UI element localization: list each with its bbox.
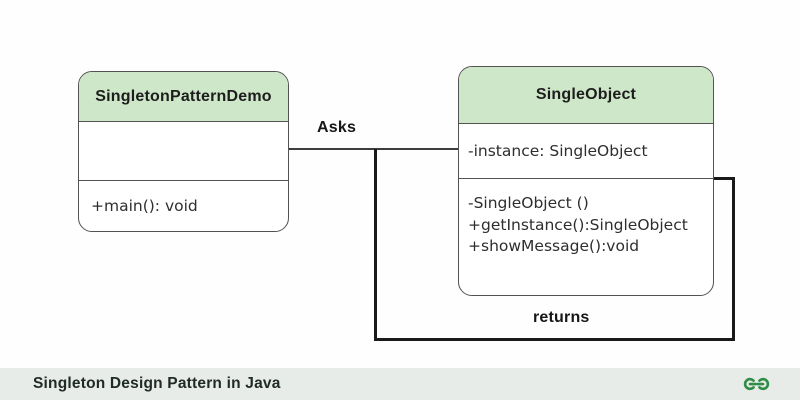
returns-label: returns bbox=[533, 309, 590, 326]
class-attributes: -instance: SingleObject bbox=[459, 124, 713, 179]
asks-connector-line bbox=[289, 148, 458, 150]
geeksforgeeks-logo-icon bbox=[743, 377, 770, 391]
class-methods: -SingleObject () +getInstance():SingleOb… bbox=[459, 179, 713, 295]
method-line: +main(): void bbox=[91, 197, 198, 215]
method-line: +getInstance():SingleObject bbox=[468, 215, 688, 234]
class-methods: +main(): void bbox=[79, 181, 288, 231]
method-line: -SingleObject () bbox=[468, 194, 589, 212]
uml-class-singleton-pattern-demo: SingletonPatternDemo +main(): void bbox=[78, 71, 289, 232]
class-header: SingletonPatternDemo bbox=[79, 72, 288, 122]
class-name: SingletonPatternDemo bbox=[95, 87, 272, 105]
returns-line-bottom bbox=[374, 338, 735, 341]
class-name: SingleObject bbox=[535, 86, 637, 103]
asks-label: Asks bbox=[317, 119, 357, 136]
class-header: SingleObject bbox=[459, 67, 713, 124]
attribute-line: -instance: SingleObject bbox=[468, 142, 648, 160]
footer-bar: Singleton Design Pattern in Java bbox=[0, 368, 800, 400]
uml-class-single-object: SingleObject -instance: SingleObject -Si… bbox=[458, 66, 714, 296]
returns-line-top-stub bbox=[714, 177, 732, 180]
returns-line-right-vertical bbox=[732, 177, 735, 341]
class-attributes-empty bbox=[79, 122, 288, 181]
method-line: +showMessage():void bbox=[468, 237, 640, 255]
footer-title: Singleton Design Pattern in Java bbox=[33, 375, 281, 392]
returns-line-left-vertical bbox=[374, 149, 377, 341]
